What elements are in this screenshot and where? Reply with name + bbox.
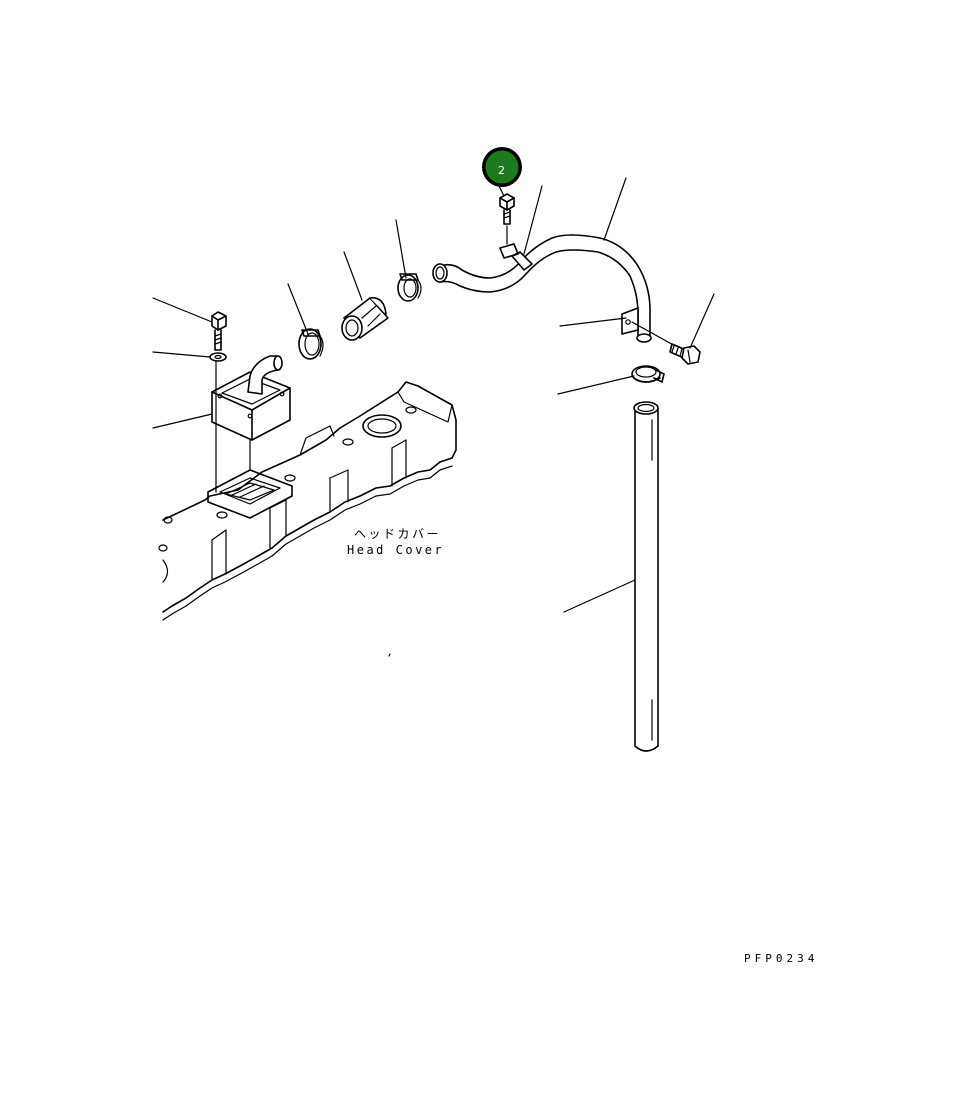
- washer: [209, 352, 227, 362]
- stray-mark: [388, 653, 391, 657]
- head-cover-label-jp: ヘッドカバー: [354, 527, 441, 541]
- head-cover: [158, 381, 457, 621]
- callout-2[interactable]: 2: [482, 147, 522, 187]
- head-cover-label-en: Head Cover: [347, 543, 444, 557]
- rubber-hose: [341, 297, 389, 341]
- hose-clamp-left: [298, 328, 324, 360]
- callout-fill: [485, 150, 519, 184]
- breather-tube: [432, 234, 687, 353]
- leader-lines: [152, 177, 715, 613]
- breather-box: [211, 355, 291, 493]
- hose-clamp-right: [397, 273, 422, 302]
- drawing-number: PFP0234: [744, 952, 818, 965]
- drain-tube: [633, 401, 659, 752]
- bracket-bolt: [669, 343, 701, 365]
- callout-number: 2: [498, 164, 505, 177]
- tube-clamp: [631, 365, 665, 383]
- tube-clip-bolt: [499, 193, 515, 245]
- breather-bolt: [211, 311, 227, 351]
